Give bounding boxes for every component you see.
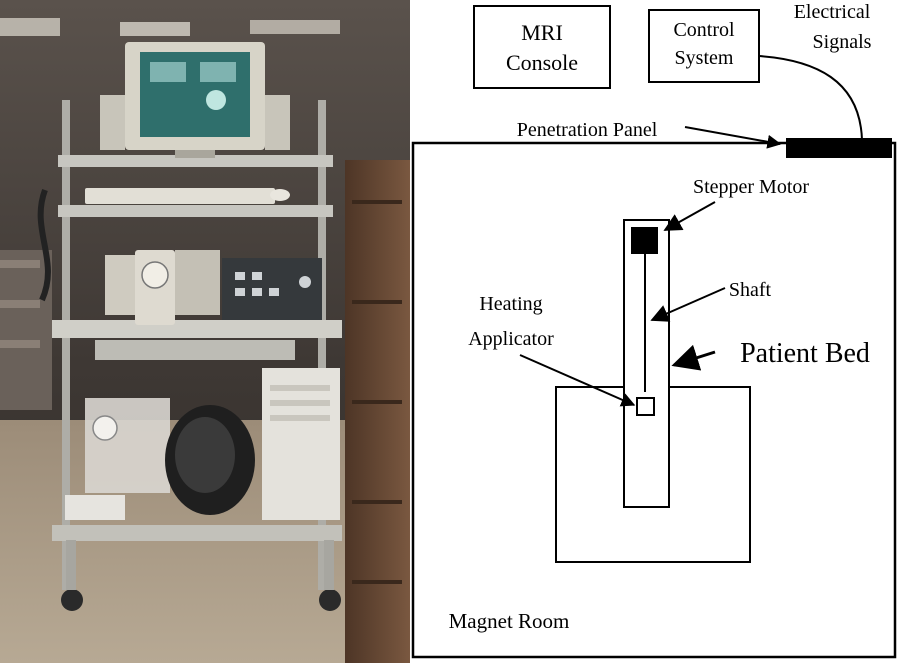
magnet-room-boundary [411, 141, 897, 659]
shaft-label: Shaft [729, 279, 772, 301]
electrical-signals-label-1: Electrical [794, 1, 871, 23]
stepper-motor-arrow [663, 201, 716, 231]
heating-applicator-label-1: Heating [479, 293, 542, 315]
stepper-motor [631, 227, 658, 254]
heating-applicator-label-2: Applicator [468, 328, 554, 350]
signal-cable [758, 55, 863, 141]
penetration-panel [786, 138, 892, 158]
cart-wheels [61, 540, 341, 611]
control-system-box: Control System [648, 9, 760, 83]
equipment-cart-photo [0, 0, 410, 663]
electrical-signals-label-2: Signals [813, 31, 872, 53]
motor-controller-box [222, 258, 322, 320]
stepper-motor-label: Stepper Motor [693, 176, 809, 198]
heating-applicator [636, 397, 655, 416]
lab-cabinet [345, 160, 410, 663]
mri-console-label-2: Console [506, 50, 578, 75]
mri-console-box: MRI Console [473, 5, 611, 89]
power-supply [105, 250, 220, 325]
cart-frame [52, 100, 342, 590]
penetration-panel-arrow [684, 126, 782, 149]
cable-bundle [37, 188, 255, 515]
mri-console-label-1: MRI [521, 20, 563, 45]
keyboard [85, 188, 290, 204]
water-tank [65, 398, 170, 520]
heating-applicator-arrow [519, 354, 636, 407]
control-system-label-1: Control [673, 19, 735, 41]
patient-bed-label: Patient Bed [740, 338, 870, 369]
shaft-housing [623, 219, 670, 508]
magnet-room-label: Magnet Room [449, 609, 570, 633]
shaft-arrow [650, 287, 726, 322]
control-system-label-2: System [675, 47, 734, 69]
computer-tower [262, 368, 340, 520]
patient-bed-arrow [671, 344, 716, 371]
computer-monitor [100, 42, 290, 158]
penetration-panel-label: Penetration Panel [517, 119, 658, 141]
